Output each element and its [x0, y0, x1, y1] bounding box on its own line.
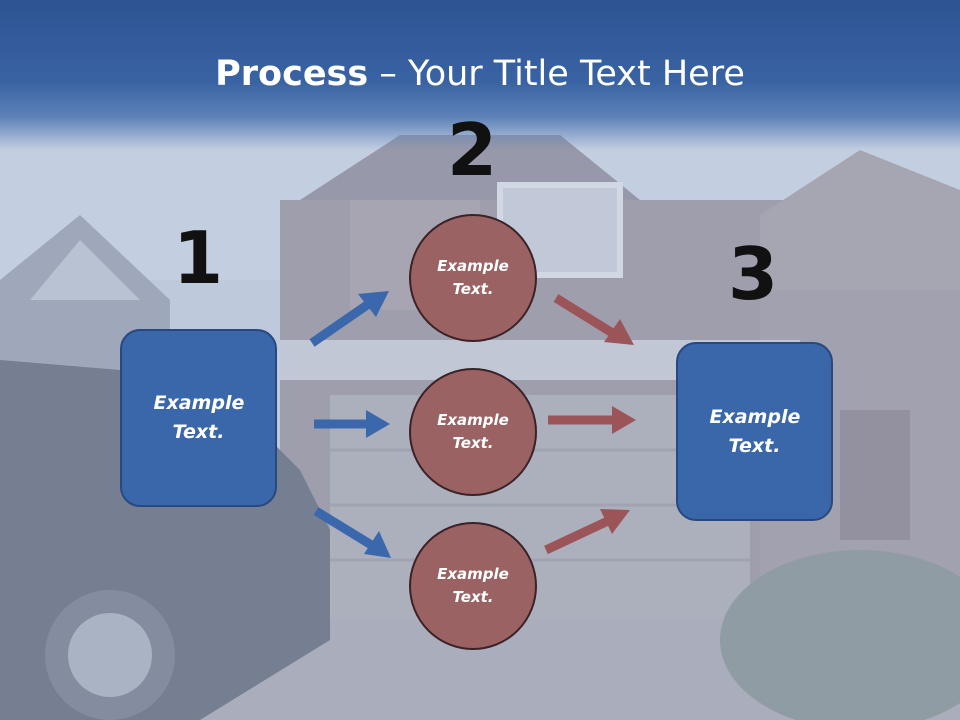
title-bold: Process — [215, 54, 369, 94]
step-number-3: 3 — [727, 232, 779, 316]
circle-middle-text: Example Text. — [437, 411, 509, 452]
circle-top-text: Example Text. — [437, 257, 509, 298]
red-arrow-up — [544, 509, 630, 555]
title-rest: – Your Title Text Here — [368, 54, 745, 94]
blue-arrow-straight — [314, 410, 390, 438]
right-box-text: Example Text. — [709, 405, 801, 457]
process-circle-bottom[interactable]: Example Text. — [409, 522, 537, 650]
red-arrow-straight — [548, 406, 636, 434]
blue-arrow-down — [313, 507, 391, 558]
step-number-1: 1 — [172, 216, 224, 300]
red-arrow-down — [553, 294, 634, 345]
process-circle-top[interactable]: Example Text. — [409, 214, 537, 342]
right-process-box[interactable]: Example Text. — [676, 342, 833, 521]
process-circle-middle[interactable]: Example Text. — [409, 368, 537, 496]
slide-title: Process – Your Title Text Here — [0, 52, 960, 96]
blue-arrow-up — [309, 291, 389, 347]
left-process-box[interactable]: Example Text. — [120, 329, 277, 507]
step-number-2: 2 — [446, 108, 498, 192]
left-box-text: Example Text. — [153, 392, 245, 443]
title-band — [0, 0, 960, 150]
circle-bottom-text: Example Text. — [437, 565, 509, 606]
